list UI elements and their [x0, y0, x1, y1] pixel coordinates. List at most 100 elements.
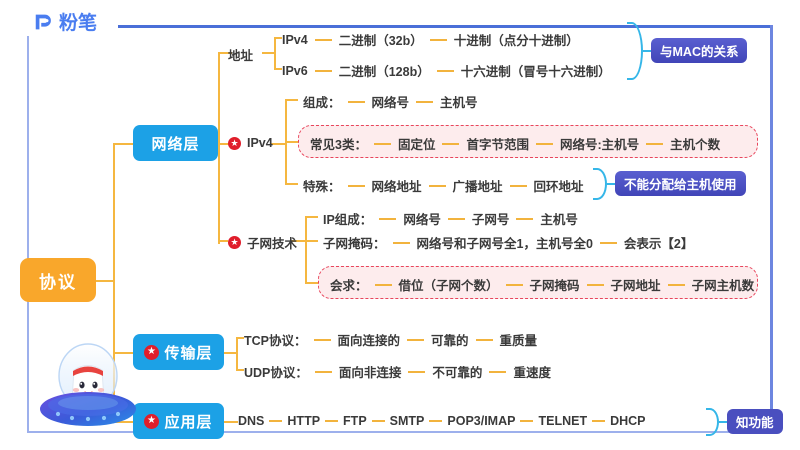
ipv4-row-composition: 组成： 网络号 主机号: [303, 92, 478, 111]
connector-transport-spine: [236, 337, 238, 370]
subnet-row-mask: 子网掩码： 网络号和子网号全1，主机号全0 会表示【2】: [323, 233, 693, 252]
layer-node-transport[interactable]: ★ 传输层: [133, 334, 224, 370]
dash-separator: [516, 217, 534, 220]
badge-know-functions-label: 知功能: [736, 416, 774, 430]
application-protocol-chain: DNS HTTP FTP SMTP POP3/IMAP TELNET DHCP: [238, 414, 646, 428]
star-icon-ipv4: ★: [228, 136, 241, 150]
transport-tcp-item-3: 重质量: [499, 334, 538, 348]
badge-know-functions[interactable]: 知功能: [727, 409, 783, 434]
frame-right-border: [770, 25, 773, 433]
connector-address-stub: [262, 52, 274, 54]
transport-tcp-item-2: 可靠的: [431, 334, 469, 348]
connector-ipv4-row-1: [285, 99, 298, 101]
connector-subnet-row-1: [305, 216, 318, 218]
branch-label-address[interactable]: 地址: [228, 49, 254, 63]
dash-separator: [347, 184, 365, 187]
root-node-label: 协议: [39, 272, 77, 292]
dash-separator: [592, 420, 606, 422]
brace-ipv4-special: [593, 168, 607, 200]
transport-udp-item-3: 重速度: [513, 366, 551, 380]
address-ipv4-item-1: 二进制（32b）: [338, 34, 423, 48]
ipv4-comp-item-0: 组成：: [303, 96, 341, 110]
dash-separator: [535, 142, 553, 145]
dash-separator: [429, 420, 443, 422]
dash-separator: [599, 241, 617, 244]
connector-subnet-row-3: [305, 282, 318, 284]
badge-mac-relation-label: 与MAC的关系: [660, 45, 739, 59]
connector-ipv4-row-3: [285, 183, 298, 185]
transport-row-tcp: TCP协议： 面向连接的 可靠的 重质量: [244, 330, 537, 349]
badge-not-assignable-label: 不能分配给主机使用: [624, 178, 737, 192]
brace-tick-application: [719, 421, 727, 423]
transport-udp-item-0: UDP协议：: [244, 366, 308, 380]
subnet-row-calc: 会求： 借位（子网个数） 子网掩码 子网地址 子网主机数: [330, 275, 754, 294]
ipv4-class-item-0: 常见3类：: [310, 138, 367, 152]
ipv4-special-item-0: 特殊：: [303, 180, 341, 194]
ipv4-class-item-4: 主机个数: [670, 138, 721, 152]
connector-subnet-spine: [305, 216, 307, 282]
application-item-2: FTP: [343, 414, 367, 428]
application-item-0: DNS: [238, 414, 265, 428]
frame-top-border: [118, 25, 773, 28]
application-item-4: POP3/IMAP: [447, 414, 516, 428]
layer-node-application[interactable]: ★ 应用层: [133, 403, 224, 439]
ipv4-special-item-2: 广播地址: [452, 180, 503, 194]
subnet-mask-item-0: 子网掩码：: [323, 237, 386, 251]
application-item-5: TELNET: [538, 414, 588, 428]
application-item-3: SMTP: [389, 414, 425, 428]
branch-label-ipv4-text: IPv4: [247, 136, 273, 150]
root-node-protocol[interactable]: 协议: [20, 258, 96, 302]
subnet-calc-item-2: 子网掩码: [529, 279, 580, 293]
dash-separator: [509, 184, 527, 187]
address-row-ipv4: IPv4 二进制（32b） 十进制（点分十进制）: [282, 30, 579, 49]
dash-separator: [314, 370, 332, 373]
connector-to-network: [113, 143, 133, 145]
ipv4-comp-item-2: 主机号: [440, 96, 478, 110]
brace-tick-address: [643, 50, 651, 52]
application-item-6: DHCP: [610, 414, 646, 428]
subnet-calc-item-1: 借位（子网个数）: [398, 279, 499, 293]
dash-separator: [429, 38, 447, 41]
dash-separator: [371, 420, 385, 422]
dash-separator: [269, 420, 283, 422]
dash-separator: [379, 217, 397, 220]
connector-to-address: [218, 52, 232, 54]
connector-transport-row-1: [236, 337, 244, 339]
subnet-ip-item-0: IP组成：: [323, 213, 373, 227]
subnet-row-ip-composition: IP组成： 网络号 子网号 主机号: [323, 209, 578, 228]
ipv4-class-item-1: 固定位: [397, 138, 436, 152]
highlight-box-ipv4-classes: [298, 125, 758, 158]
dash-separator: [520, 420, 534, 422]
frame-left-border: [27, 36, 29, 433]
ipv4-comp-item-1: 网络号: [371, 96, 410, 110]
connector-ipv4-row-2: [285, 141, 298, 143]
connector-application-stub: [224, 421, 238, 423]
connector-to-transport: [113, 352, 133, 354]
ipv4-class-item-3: 网络号:主机号: [559, 138, 640, 152]
badge-mac-relation[interactable]: 与MAC的关系: [651, 38, 748, 63]
connector-to-ipv4: [218, 143, 228, 145]
layer-node-application-label: 应用层: [164, 413, 213, 431]
dash-separator: [373, 142, 391, 145]
transport-row-udp: UDP协议： 面向非连接 不可靠的 重速度: [244, 362, 551, 381]
address-row-ipv6: IPv6 二进制（128b） 十六进制（冒号十六进制）: [282, 61, 611, 80]
layer-node-network[interactable]: 网络层: [133, 125, 218, 161]
connector-address-row-1: [274, 37, 282, 39]
address-ipv4-item-0: IPv4: [282, 32, 308, 47]
badge-not-assignable[interactable]: 不能分配给主机使用: [615, 171, 746, 196]
branch-label-subnet-text: 子网技术: [247, 237, 298, 251]
address-ipv6-item-1: 二进制（128b）: [338, 65, 430, 79]
transport-udp-item-2: 不可靠的: [432, 366, 483, 380]
connector-address-row-2: [274, 68, 282, 70]
star-icon-application: ★: [144, 413, 160, 429]
brace-application: [706, 408, 719, 436]
connector-subnet-stub: [290, 240, 305, 242]
connector-to-subnet: [218, 240, 228, 242]
ipv4-row-special: 特殊： 网络地址 广播地址 回环地址: [303, 176, 584, 195]
address-ipv6-item-2: 十六进制（冒号十六进制）: [460, 65, 611, 79]
branch-label-ipv4[interactable]: ★ IPv4: [228, 136, 273, 150]
branch-label-subnet[interactable]: ★ 子网技术: [228, 233, 297, 252]
subnet-calc-item-0: 会求：: [330, 279, 368, 293]
transport-tcp-item-1: 面向连接的: [337, 334, 401, 348]
ipv4-row-classes: 常见3类： 固定位 首字节范围 网络号:主机号 主机个数: [310, 134, 720, 153]
